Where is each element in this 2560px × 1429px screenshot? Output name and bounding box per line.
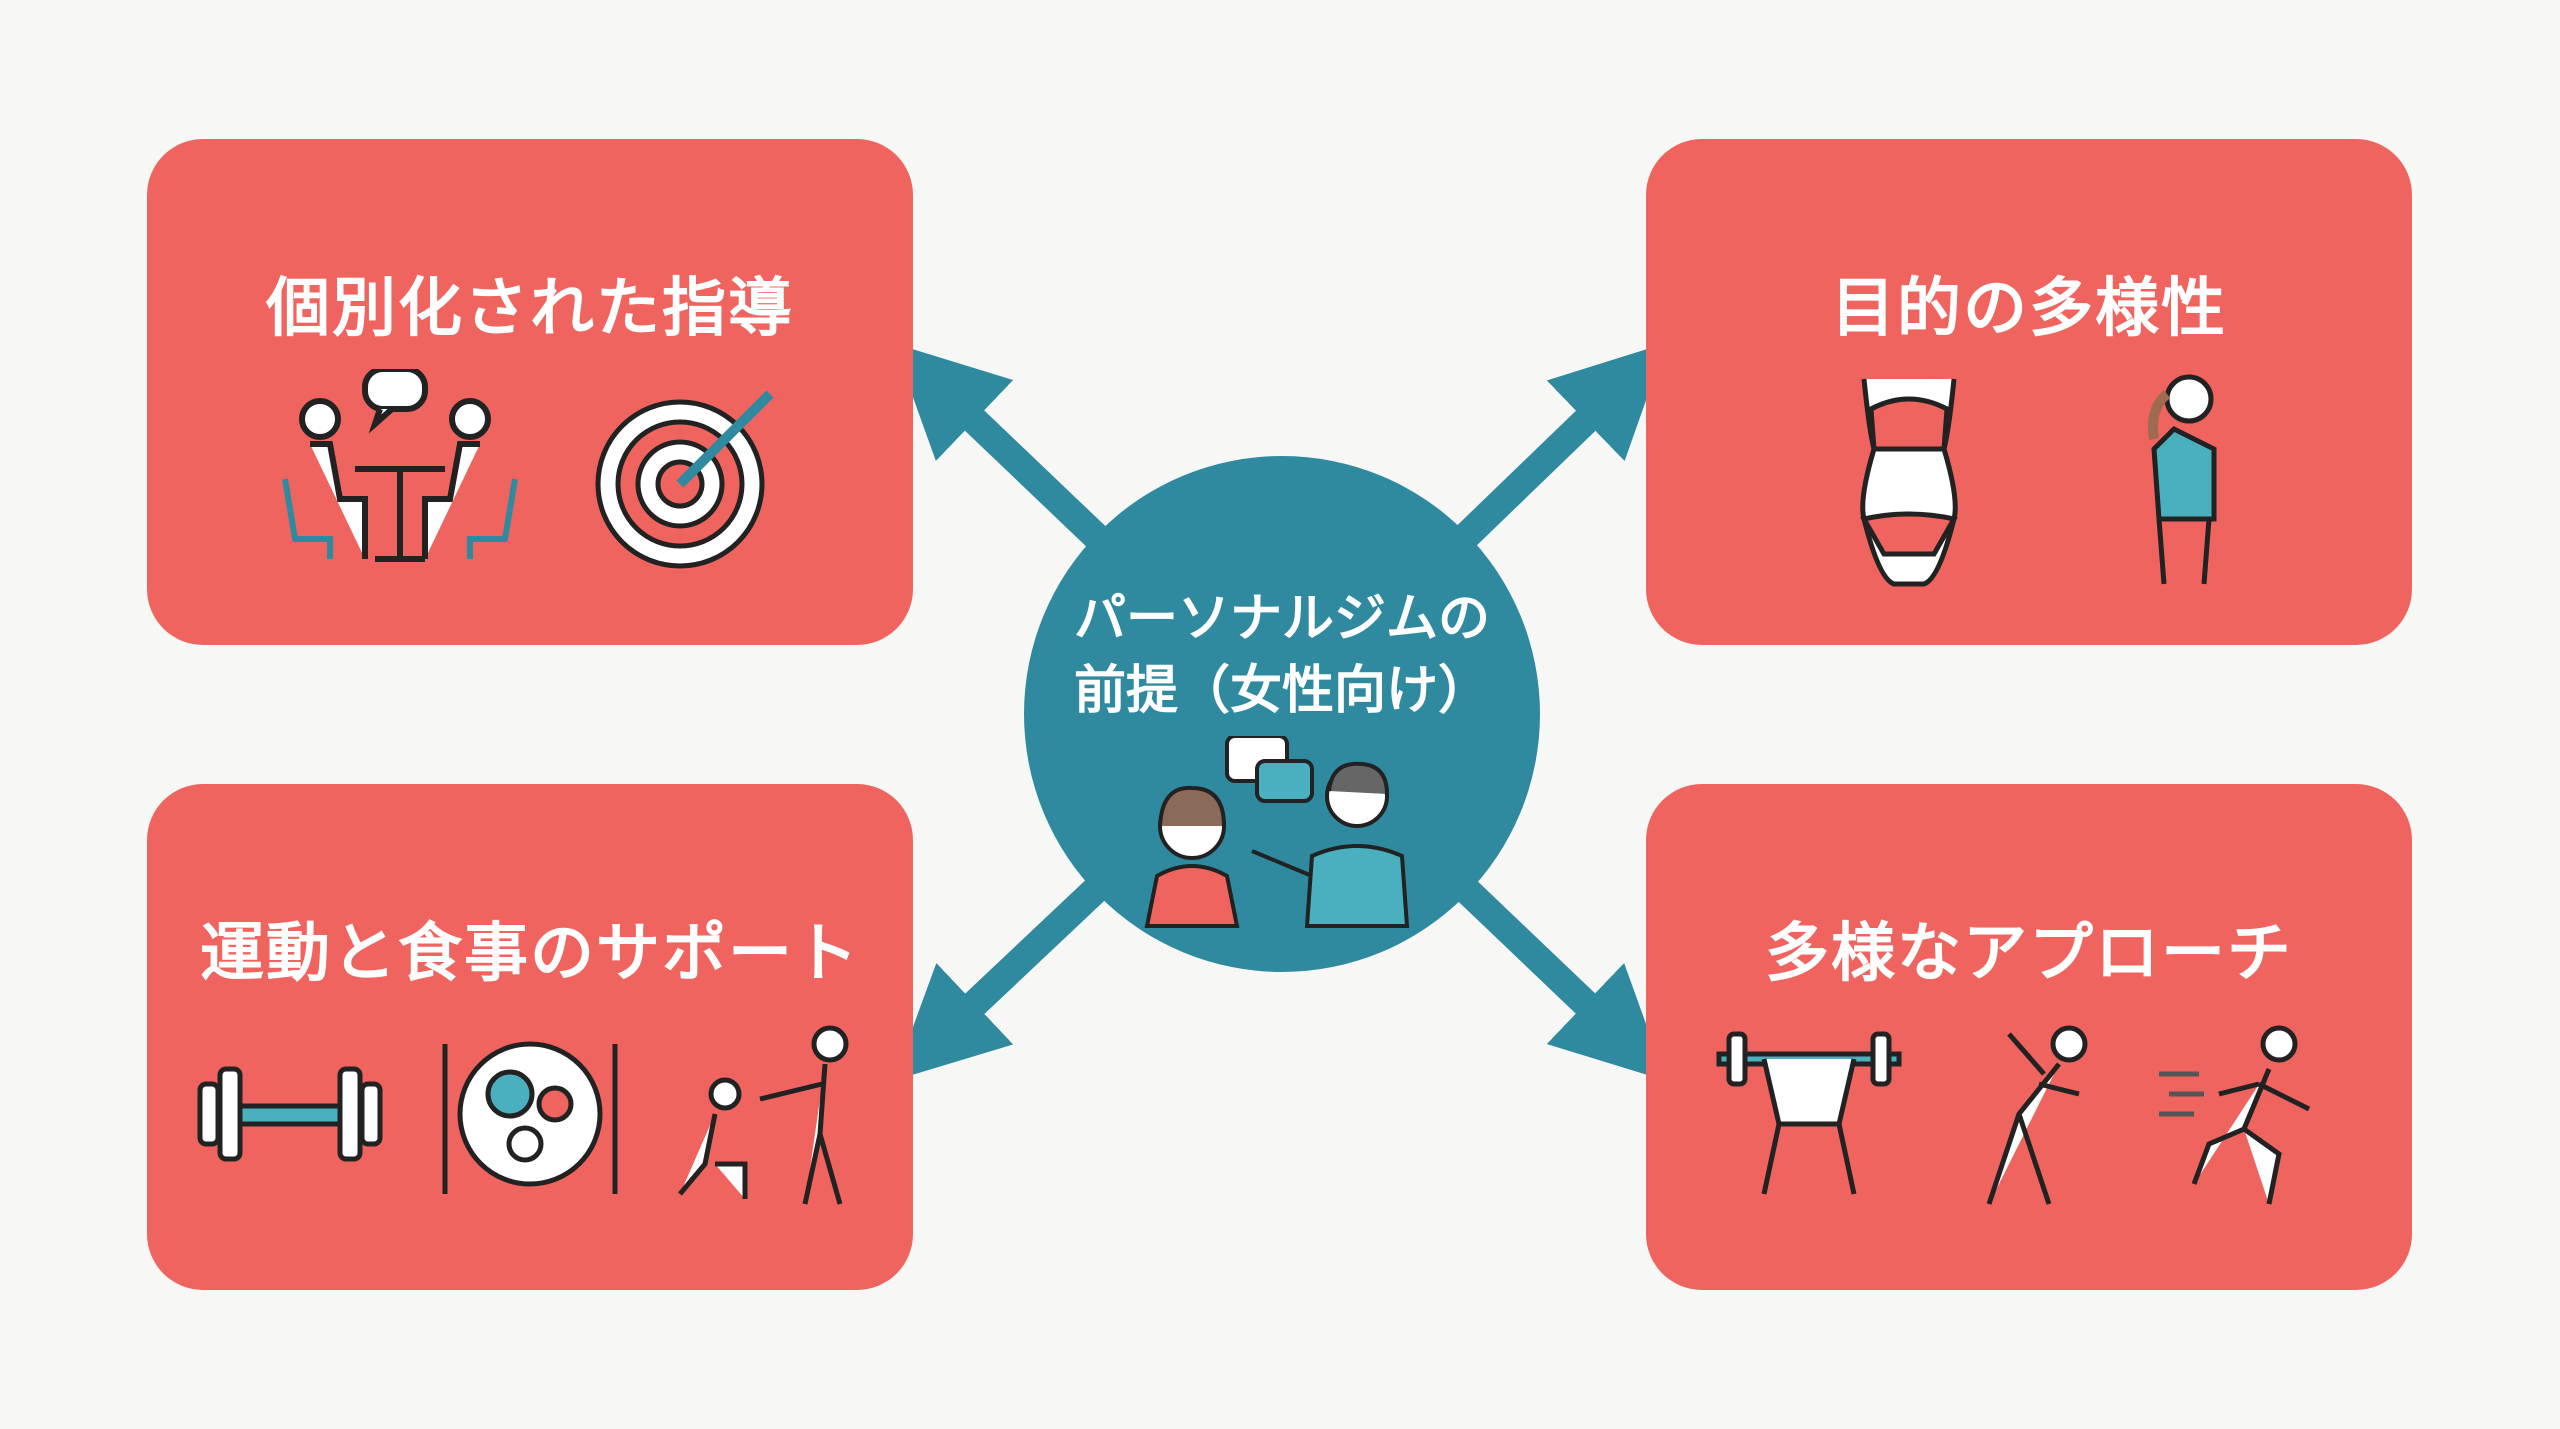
- dumbbell-icon: [190, 1014, 390, 1214]
- weightlifting-icon: [1709, 1014, 1909, 1214]
- box-title: 多様なアプローチ: [1765, 917, 2293, 991]
- box-exercise-diet-support: 運動と食事のサポート: [147, 784, 913, 1290]
- box-title: 運動と食事のサポート: [200, 917, 860, 991]
- target-icon: [590, 369, 790, 569]
- running-icon: [2149, 1014, 2349, 1214]
- meal-plate-icon: [430, 1014, 630, 1214]
- box-personalized-guidance: 個別化された指導: [147, 139, 913, 645]
- posture-icon: [2119, 369, 2239, 589]
- stretching-icon: [1949, 1014, 2109, 1214]
- one-on-one-meeting-icon: [270, 369, 530, 569]
- trainer-client-conversation-icon: [1132, 736, 1432, 936]
- body-shape-icon: [1819, 369, 1999, 589]
- box-diverse-goals: 目的の多様性: [1646, 139, 2412, 645]
- box-title: 目的の多様性: [1831, 272, 2227, 346]
- box-diverse-approaches: 多様なアプローチ: [1646, 784, 2412, 1290]
- hub-title-line2: 前提（女性向け）: [1073, 661, 1490, 721]
- box-title: 個別化された指導: [266, 272, 794, 346]
- central-hub: パーソナルジムの 前提（女性向け）: [1024, 456, 1540, 972]
- trainer-assist-icon: [670, 1014, 870, 1214]
- hub-title-line1: パーソナルジムの: [1073, 589, 1490, 649]
